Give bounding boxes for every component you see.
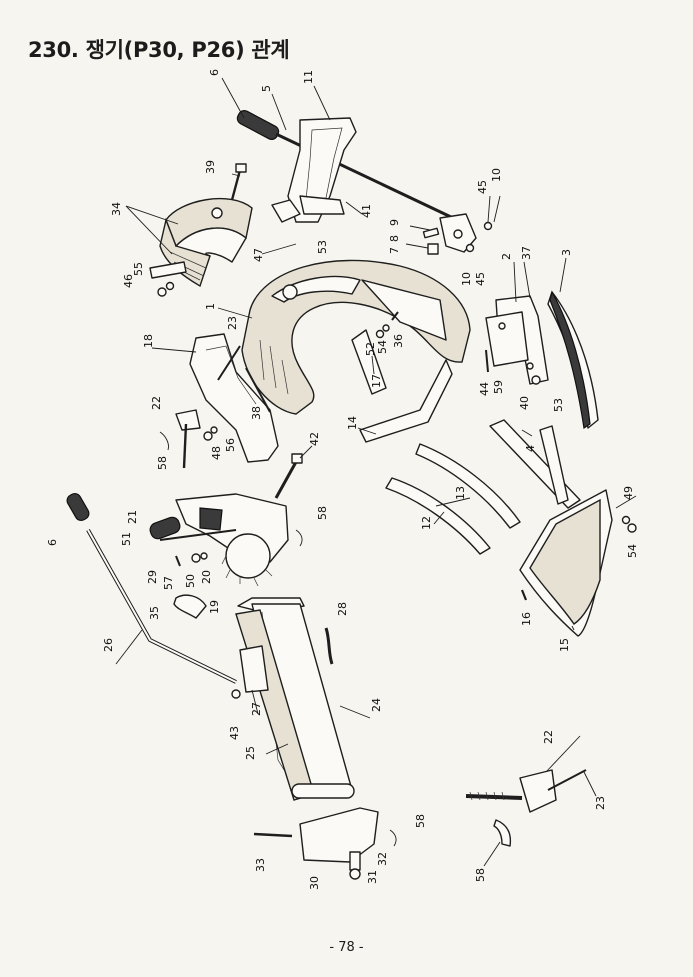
callout-label: 58 (414, 814, 427, 828)
callout-label: 1 (204, 303, 217, 310)
callout-label: 6 (208, 69, 221, 76)
callout-label: 37 (520, 246, 533, 260)
leader-lines (115, 77, 637, 867)
callout-label: 54 (376, 340, 389, 354)
callout-label: 15 (558, 638, 571, 652)
plow-share-assembly (489, 419, 637, 637)
callout-label: 11 (302, 70, 315, 84)
callout-label: 48 (210, 446, 223, 460)
plow-beam-bracket (485, 295, 549, 385)
pin-and-clip (159, 409, 201, 469)
callout-label: 13 (454, 486, 467, 500)
callout-label: 51 (120, 532, 133, 546)
callout-label: 19 (208, 600, 221, 614)
callout-label: 21 (126, 510, 139, 524)
main-frame-casting (241, 259, 471, 415)
callout-label: 40 (518, 396, 531, 410)
callout-label: 45 (476, 180, 489, 194)
callout-label: 44 (478, 382, 491, 396)
upper-lever-assembly (236, 110, 471, 228)
callout-label: 3 (560, 249, 573, 256)
callout-label: 17 (370, 374, 383, 388)
callout-label: 38 (250, 406, 263, 420)
callout-label: 18 (142, 334, 155, 348)
callout-label: 58 (316, 506, 329, 520)
callout-label: 22 (150, 396, 163, 410)
bottom-mount-bracket (253, 807, 397, 880)
callout-label: 53 (552, 398, 565, 412)
callout-label: 26 (102, 638, 115, 652)
callout-label: 23 (226, 316, 239, 330)
callout-label: 45 (474, 272, 487, 286)
lever-linkage-bracket (422, 213, 493, 255)
callout-label: 5 (260, 85, 273, 92)
callout-label: 24 (370, 698, 383, 712)
callout-label: 22 (542, 730, 555, 744)
callout-label: 53 (316, 240, 329, 254)
page-number: - 78 - (329, 940, 364, 955)
callout-label: 52 (364, 342, 377, 356)
callout-label: 31 (366, 870, 379, 884)
callout-label: 4 (524, 445, 537, 452)
callout-label: 33 (254, 858, 267, 872)
callout-label: 35 (148, 606, 161, 620)
callout-label: 25 (244, 746, 257, 760)
callout-label: 32 (376, 852, 389, 866)
coulter-blade (547, 290, 599, 430)
callout-label: 47 (252, 248, 265, 262)
callout-label: 10 (460, 272, 473, 286)
callout-label: 7 (388, 247, 401, 254)
callout-label: 57 (162, 576, 175, 590)
callout-label: 8 (388, 235, 401, 242)
page-title: 230. 쟁기(P30, P26) 관계 (28, 38, 290, 62)
callout-label: 27 (250, 702, 263, 716)
detail-inset-pin-assembly (465, 769, 587, 847)
callout-label: 42 (308, 432, 321, 446)
callout-label: 58 (156, 456, 169, 470)
callout-label: 36 (392, 334, 405, 348)
moldboard-stays (359, 359, 521, 555)
bolt-42 (274, 453, 303, 499)
callout-label: 34 (110, 202, 123, 216)
callout-label: 6 (46, 539, 59, 546)
callout-label: 30 (308, 876, 321, 890)
callout-label: 54 (626, 544, 639, 558)
callout-label: 39 (204, 160, 217, 174)
main-lever (66, 492, 241, 699)
callout-label: 20 (200, 570, 213, 584)
callout-label: 9 (388, 219, 401, 226)
callout-label: 2 (500, 253, 513, 260)
hanger-bracket (189, 333, 279, 463)
callout-label: 49 (622, 486, 635, 500)
callout-label: 12 (420, 516, 433, 530)
callout-label: 28 (336, 602, 349, 616)
callout-label: 23 (594, 796, 607, 810)
callout-label: 58 (474, 868, 487, 882)
adjusting-rod (351, 311, 399, 395)
wooden-cushion-block (149, 163, 253, 297)
callout-label: 41 (360, 204, 373, 218)
cross-frame (235, 597, 355, 801)
callout-label: 50 (184, 574, 197, 588)
callout-label: 14 (346, 416, 359, 430)
callout-label: 43 (228, 726, 241, 740)
callout-label: 56 (224, 438, 237, 452)
callout-label: 16 (520, 612, 533, 626)
callout-label: 29 (146, 570, 159, 584)
callout-label: 55 (132, 262, 145, 276)
callout-labels: 6 5 11 39 34 41 47 53 45 10 9 8 7 10 45 … (46, 69, 639, 890)
callout-label: 46 (122, 274, 135, 288)
callout-label: 59 (492, 380, 505, 394)
ratchet-assembly (149, 493, 303, 619)
callout-label: 10 (490, 168, 503, 182)
